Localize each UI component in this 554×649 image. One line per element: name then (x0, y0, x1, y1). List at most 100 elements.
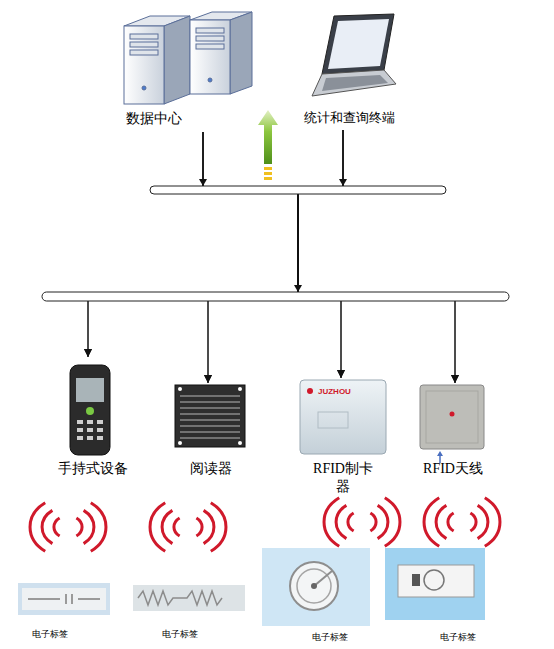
key (77, 428, 83, 432)
laptop-base (312, 70, 396, 96)
tag-node: 电子标签 (130, 582, 248, 642)
server-icon (124, 16, 190, 104)
network-connector (203, 132, 341, 378)
tag-coil (290, 562, 338, 610)
antenna-icon (420, 385, 484, 463)
node-label: 电子标签 (440, 632, 486, 643)
power-led (208, 78, 212, 82)
node-label: RFID制卡 器 (308, 460, 378, 495)
device-node: RFID制卡 器 (298, 378, 388, 500)
tag-photo (18, 583, 110, 615)
network-connector (298, 130, 343, 378)
fin (180, 395, 240, 397)
fin (180, 413, 240, 415)
terminal-node: 统计和查询终端 (300, 12, 400, 130)
arrow-head (199, 179, 207, 186)
mount-hole (178, 441, 182, 445)
network-connector (298, 130, 455, 383)
mount-hole (238, 441, 242, 445)
antenna-face (426, 391, 478, 443)
arrow-head (339, 179, 347, 186)
network-connector (208, 130, 343, 383)
key (87, 436, 93, 440)
tag-image (18, 583, 110, 615)
fin (180, 407, 240, 409)
brand-logo (450, 412, 455, 417)
tag-node: 电子标签 (15, 580, 115, 642)
tag-inlay (22, 588, 106, 610)
tag-antenna (138, 591, 222, 605)
tag-chip (311, 583, 317, 589)
key (97, 436, 103, 440)
wave-group (30, 498, 500, 552)
key (77, 420, 83, 424)
device-node: 阅读器 (175, 383, 247, 482)
key (87, 420, 93, 424)
network-connector (203, 132, 455, 383)
arrow-dash (264, 172, 272, 175)
tag-inlay (398, 565, 474, 597)
device-node: 手持式设备 (52, 357, 134, 482)
key (97, 420, 103, 424)
node-label: 电子标签 (162, 629, 222, 640)
tag-photo (385, 548, 485, 620)
tag-image (133, 585, 245, 611)
tag-chip (412, 574, 420, 586)
laptop-keyboard (322, 75, 388, 91)
radio-wave (150, 503, 226, 552)
upload-arrow (258, 110, 278, 180)
brand-text: JUZHOU (318, 388, 351, 396)
radio-wave (30, 503, 106, 552)
network-connector (88, 130, 343, 357)
network-bus (42, 292, 509, 301)
arrow-dash (264, 177, 272, 180)
node-label: 统计和查询终端 (304, 110, 400, 126)
server-side (230, 12, 252, 94)
reader-icon (175, 385, 245, 447)
laptop-icon (312, 14, 396, 96)
laptop-screen-frame (322, 14, 394, 74)
handheld-button (86, 407, 94, 415)
node-label: RFID天线 (418, 460, 488, 478)
network-connector (88, 132, 298, 357)
tag-lead (314, 571, 332, 586)
drive-bay (130, 42, 158, 47)
handheld-keypad (77, 420, 103, 440)
laptop-screen (328, 19, 389, 69)
mount-hole (178, 387, 182, 391)
antenna-body (420, 385, 484, 449)
server-front (124, 26, 164, 104)
server-node: 数据中心 (118, 10, 258, 132)
key (97, 428, 103, 432)
drive-bay (130, 34, 158, 39)
device-node: RFID天线 (418, 383, 488, 482)
card-maker-icon (300, 380, 386, 454)
mount-hole (238, 387, 242, 391)
drive-bay (130, 50, 158, 55)
reader-fins (180, 396, 240, 438)
fin (180, 401, 240, 403)
drive-bay (196, 28, 224, 33)
node-label: 手持式设备 (52, 460, 134, 478)
card-maker-body (300, 380, 386, 454)
server-front (190, 20, 230, 94)
tag-photo (262, 548, 370, 626)
node-label: 数据中心 (126, 110, 246, 128)
key (87, 428, 93, 432)
tag-image (262, 548, 370, 626)
node-label: 电子标签 (312, 632, 370, 643)
fin (180, 425, 240, 427)
radio-wave (424, 498, 500, 547)
server-side (164, 16, 190, 104)
tag-node: 电子标签 (259, 545, 373, 644)
tag-image (385, 548, 485, 620)
handheld-icon (70, 365, 110, 455)
drive-bay (196, 36, 224, 41)
handheld-screen (76, 378, 104, 402)
tag-coil (424, 570, 444, 590)
tag-photo (133, 585, 245, 611)
brand-logo (307, 388, 313, 394)
